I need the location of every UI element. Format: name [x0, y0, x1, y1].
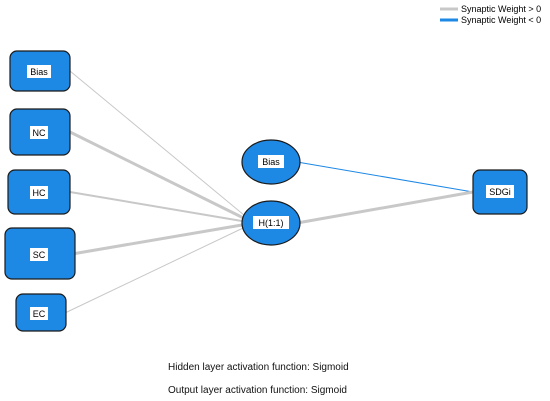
hidden-activation-text: Hidden layer activation function: Sigmoi… — [168, 362, 349, 373]
node-label: SC — [33, 250, 46, 260]
node-label-box — [253, 216, 289, 229]
legend-positive-label: Synaptic Weight > 0 — [461, 4, 541, 14]
input-layer: Bias NC HC SC EC — [4, 50, 76, 332]
node-label-box — [30, 307, 48, 320]
input-node-nc[interactable]: NC — [9, 108, 71, 156]
legend-negative-label: Synaptic Weight < 0 — [461, 15, 541, 25]
hidden-node-h11[interactable]: H(1:1) — [241, 200, 301, 246]
connection-in-bias-to-hid-h11 — [69, 70, 254, 224]
output-node-sdgi[interactable]: SDGi — [472, 169, 528, 215]
connections — [65, 70, 474, 313]
input-node-ec[interactable]: EC — [15, 293, 67, 332]
hidden-layer: Bias H(1:1) — [241, 139, 301, 246]
output-activation-text: Output layer activation function: Sigmoi… — [168, 385, 347, 396]
node-label-box — [30, 186, 48, 199]
input-node-bias[interactable]: Bias — [9, 50, 71, 92]
node-label: EC — [33, 309, 46, 319]
node-label: NC — [33, 128, 46, 138]
node-label: HC — [33, 188, 46, 198]
connection-in-sc-to-hid-h11 — [74, 221, 254, 255]
node-label: Bias — [30, 67, 48, 77]
connection-in-hc-to-hid-h11 — [69, 191, 254, 224]
output-layer: SDGi — [472, 169, 528, 215]
hidden-node-bias[interactable]: Bias — [241, 139, 301, 185]
connection-hid-bias-to-out-sdgi — [297, 161, 474, 193]
input-node-hc[interactable]: HC — [7, 169, 71, 215]
node-label-box — [30, 126, 48, 139]
node-label-box — [486, 185, 514, 198]
node-label: SDGi — [489, 187, 511, 197]
node-label-box — [27, 65, 51, 78]
input-node-sc[interactable]: SC — [4, 227, 76, 280]
connection-in-ec-to-hid-h11 — [65, 222, 254, 313]
node-label: H(1:1) — [258, 218, 283, 228]
connection-hid-h11-to-out-sdgi — [296, 190, 474, 225]
legend: Synaptic Weight > 0 Synaptic Weight < 0 — [440, 4, 541, 25]
node-label: Bias — [262, 157, 280, 167]
node-label-box — [30, 248, 48, 261]
activation-footer: Hidden layer activation function: Sigmoi… — [168, 362, 349, 396]
node-label-box — [258, 155, 284, 168]
connection-in-nc-to-hid-h11 — [69, 130, 255, 225]
